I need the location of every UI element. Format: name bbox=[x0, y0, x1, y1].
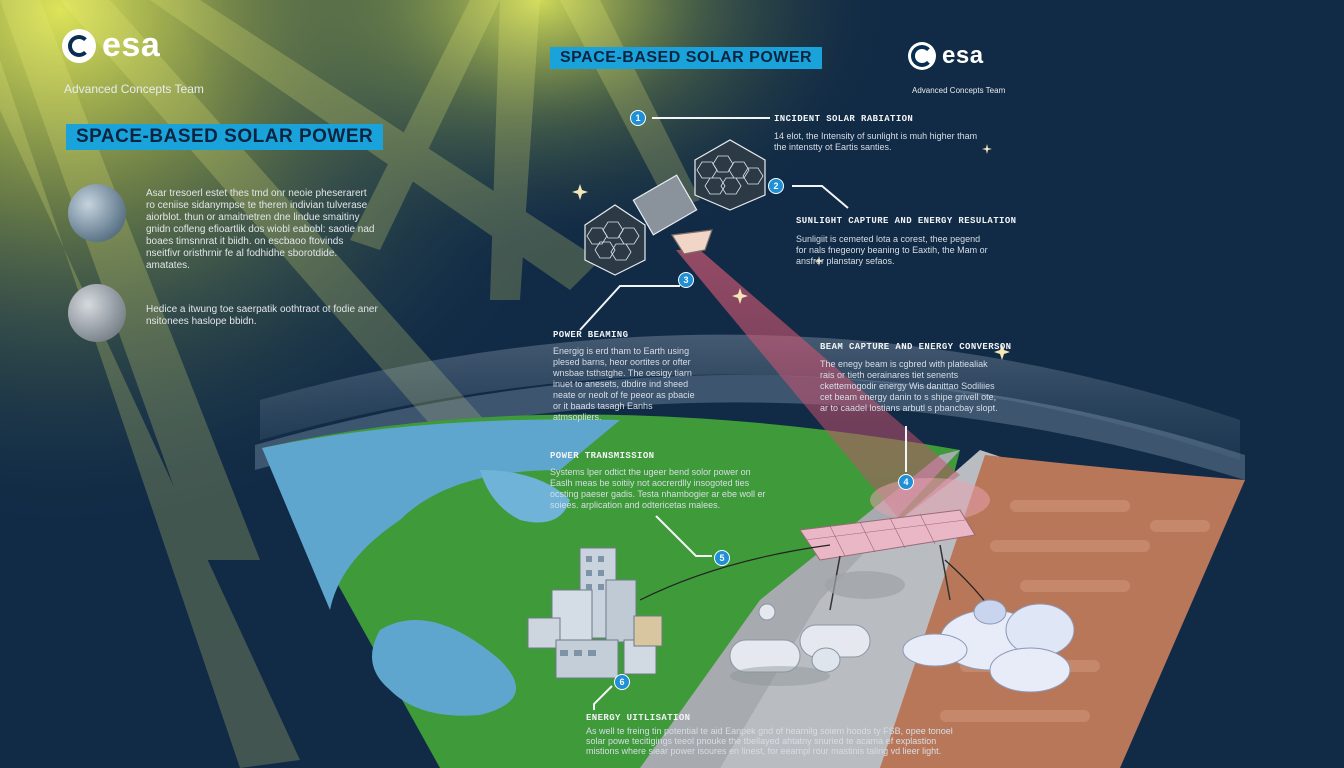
esa-logo-text: esa bbox=[942, 42, 984, 69]
esa-logo-mark-icon bbox=[908, 42, 936, 70]
sparkles bbox=[572, 144, 1010, 360]
esa-logo-mark-icon bbox=[62, 28, 96, 63]
ocean bbox=[262, 419, 620, 610]
esa-logo-left: esa bbox=[62, 26, 160, 65]
step-5-heading: POWER TRANSMISSION bbox=[550, 451, 655, 461]
step-4-text: The enegy beam is cgbred with platiealia… bbox=[820, 359, 998, 413]
domes bbox=[902, 599, 1075, 693]
step-6-text: As well te freing tin potential te aid E… bbox=[586, 726, 953, 756]
moon-globe-icon bbox=[68, 284, 126, 342]
step-4-heading: BEAM CAPTURE AND ENERGY CONVERSON bbox=[820, 342, 1012, 352]
esa-logo-text: esa bbox=[102, 26, 161, 64]
step-3-heading: POWER BEAMING bbox=[553, 330, 629, 340]
step-1-heading: INCIDENT SOLAR RABIATION bbox=[774, 114, 914, 124]
moon-paragraph: Hedice a itwung toe saerpatik oothtraot … bbox=[146, 304, 378, 327]
team-name-left: Advanced Concepts Team bbox=[64, 82, 204, 96]
atmosphere-arc bbox=[260, 334, 1240, 460]
sun-rays bbox=[0, 0, 700, 768]
step-2-heading: SUNLIGHT CAPTURE AND ENERGY RESULATION bbox=[796, 216, 1017, 226]
step-badge-1: 1 bbox=[630, 110, 646, 126]
habitat-modules bbox=[729, 603, 871, 686]
esa-logo-right: esa bbox=[908, 42, 984, 70]
step-5-text: Systems lper odtict the ugeer bend solor… bbox=[550, 467, 766, 510]
intro-paragraph: Asar tresoerl estet thes tmd onr neoie p… bbox=[146, 188, 375, 271]
power-beam bbox=[676, 250, 960, 520]
team-name-right: Advanced Concepts Team bbox=[912, 86, 1006, 95]
step-2-text: Sunligiit is cemeted lota a corest, thee… bbox=[796, 234, 988, 266]
step-1-text: 14 elot, the Intensity of sunlight is mu… bbox=[774, 131, 978, 152]
step-badge-6: 6 bbox=[614, 674, 630, 690]
solar-panel-right bbox=[694, 139, 766, 211]
step-badge-5: 5 bbox=[714, 550, 730, 566]
step-3-text: Energig is erd tham to Earth using plese… bbox=[553, 346, 695, 422]
step-6-heading: ENERGY UITLISATION bbox=[586, 713, 691, 723]
page-title-right: SPACE-BASED SOLAR POWER bbox=[550, 47, 823, 69]
rectenna-array bbox=[799, 509, 976, 611]
page-title-left: SPACE-BASED SOLAR POWER bbox=[66, 124, 384, 150]
step-badge-3: 3 bbox=[678, 272, 694, 288]
step-badge-4: 4 bbox=[898, 474, 914, 490]
connector-lines bbox=[579, 117, 907, 710]
earth-globe-icon bbox=[68, 184, 126, 242]
solar-satellite bbox=[584, 139, 766, 276]
step-badge-2: 2 bbox=[768, 178, 784, 194]
city-buildings bbox=[527, 547, 663, 679]
